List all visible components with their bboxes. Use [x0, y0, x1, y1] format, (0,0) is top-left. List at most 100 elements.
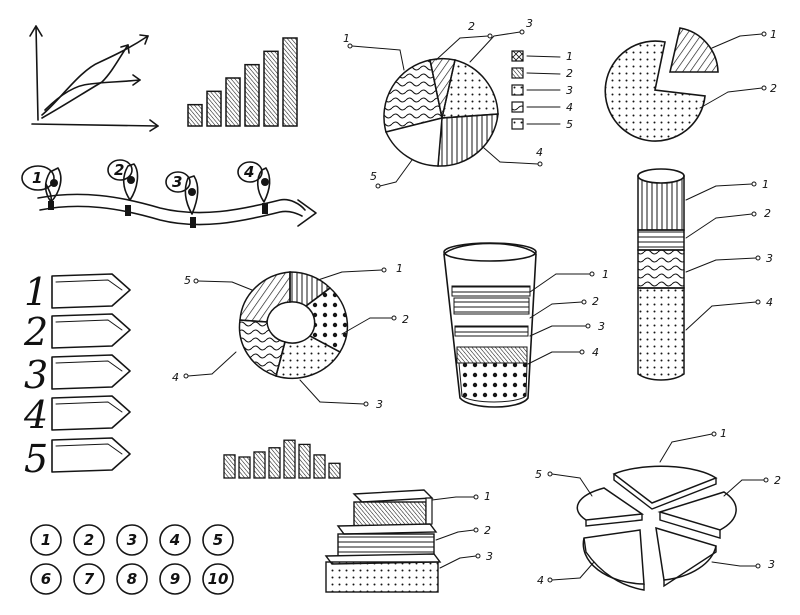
- rising-bar: [187, 103, 203, 127]
- rising-bar: [263, 50, 279, 127]
- epie-callout-line-1b: [671, 433, 713, 443]
- legend-line-2: [526, 72, 561, 75]
- timeline-pin-2: 2: [107, 159, 139, 201]
- pin-2-drop: [122, 163, 139, 201]
- arrow-box-inner-1: [55, 279, 123, 291]
- line-series-1: [41, 35, 149, 116]
- donut-callout-line-1b: [341, 269, 383, 273]
- legend-label-4: 4: [566, 101, 573, 114]
- stacked-steps-chart: 1 2 3: [324, 489, 493, 593]
- legend-swatch-5: [511, 118, 524, 130]
- number-circle-6: [30, 563, 62, 595]
- glass-callout-label-3: 3: [598, 320, 605, 333]
- cyl-callout-label-4: 4: [766, 296, 773, 309]
- donut-callout-line-4: [211, 351, 237, 375]
- pin-1-drop: [44, 167, 62, 203]
- arrow-box-number-3: 3: [24, 353, 48, 397]
- timeline-marker-1: [48, 201, 54, 210]
- pie-callout-line-2: [435, 37, 461, 61]
- steps-callout-line-3b: [459, 555, 477, 559]
- pie-callout-line-5: [395, 159, 413, 183]
- rising-bar: [244, 63, 260, 127]
- hatched-bar: [238, 456, 251, 479]
- timeline-pin-1: 1: [21, 165, 62, 203]
- arrow-box-number-5: 5: [24, 437, 48, 481]
- number-circle-2: [73, 524, 105, 556]
- donut-callout-label-3: 3: [376, 398, 383, 411]
- pie2-callout-line-2: [699, 91, 729, 109]
- pie-cut-slice: [668, 27, 719, 73]
- line-series-3-arrowhead: [132, 74, 141, 86]
- pin-1-number: 1: [32, 169, 42, 187]
- step-1-front: [353, 501, 427, 527]
- number-circle-10: [202, 563, 234, 595]
- cyl-callout-line-3b: [715, 257, 757, 261]
- glass-callout-line-1: [529, 273, 557, 293]
- epie-callout-label-2: 2: [774, 474, 781, 487]
- legend-swatch-4: [511, 101, 524, 113]
- pin-4-number: 4: [243, 163, 254, 181]
- glass-outline: [443, 242, 537, 408]
- rising-bar: [282, 37, 298, 127]
- cylinder-top: [637, 168, 685, 184]
- stacked-cylinder-chart: 1 2 3 4: [637, 168, 773, 381]
- hatched-bar-chart: [223, 439, 341, 479]
- glass-callout-dot-4: [579, 349, 585, 355]
- cyl-callout-dot-2: [751, 211, 757, 217]
- donut-callout-line-5b: [197, 280, 233, 283]
- donut-callout-label-5: 5: [184, 274, 191, 287]
- arrow-box-5: [51, 437, 131, 473]
- glass-callout-dot-3: [585, 323, 591, 329]
- legend-label-2: 2: [566, 67, 573, 80]
- legend-swatch-2: [511, 67, 524, 79]
- steps-callout-dot-3: [475, 553, 481, 559]
- arrow-box-number-2: 2: [23, 310, 48, 354]
- pie-callout-line-1: [351, 45, 401, 51]
- pin-4-dot: [261, 178, 269, 186]
- donut-callout-dot-4: [183, 373, 189, 379]
- cyl-callout-dot-3: [755, 255, 761, 261]
- donut-callout-dot-2: [391, 315, 397, 321]
- x-axis-arrowhead: [149, 119, 159, 132]
- number-circle-7: [73, 563, 105, 595]
- steps-callout-line-1: [431, 496, 457, 501]
- glass-callout-line-2b: [551, 301, 583, 305]
- pie-chart-5-slices: 1 2 3 4 5 1 2 3 4 5: [343, 17, 573, 189]
- timeline-marker-3: [190, 217, 196, 228]
- donut-slice-3: [275, 335, 342, 380]
- pie-slice-vertical: [437, 113, 499, 167]
- donut-callout-line-3: [299, 379, 321, 403]
- line-series-1-arrowhead: [139, 34, 149, 45]
- pie-large-slice: [604, 40, 706, 142]
- number-circle-label: 10: [208, 570, 229, 588]
- timeline-pin-3: 3: [165, 171, 199, 215]
- glass-callout-line-2: [529, 303, 553, 319]
- pin-3-number: 3: [172, 173, 182, 191]
- pin-2-head: [107, 159, 133, 181]
- exploded-slice-4-top: [582, 529, 645, 585]
- exploded-slice-2-top: [657, 491, 737, 531]
- donut-callout-line-4b: [187, 373, 213, 377]
- line-series-3: [44, 79, 141, 111]
- cyl-callout-line-3: [685, 259, 717, 273]
- cyl-callout-line-2: [685, 217, 717, 239]
- number-circle-5: [202, 524, 234, 556]
- pie-slice-wave: [383, 59, 443, 133]
- donut-callout-line-2: [341, 317, 371, 335]
- epie-callout-line-2: [723, 479, 743, 497]
- pin-3-dot: [188, 188, 196, 196]
- exploded-slice-5-edge: [585, 514, 643, 527]
- number-circle-label: 4: [169, 531, 180, 549]
- hatched-bar: [223, 454, 236, 479]
- glass-rim: [443, 242, 537, 262]
- pie-callout-dot-4: [537, 161, 543, 167]
- epie-callout-dot-3: [755, 563, 761, 569]
- pie-callout-dot-2: [487, 33, 493, 39]
- timeline-marker-2: [125, 205, 131, 216]
- glass-layer-3: [454, 325, 529, 337]
- epie-callout-dot-5: [547, 471, 553, 477]
- cyl-callout-line-4b: [711, 301, 757, 307]
- hatched-bar: [298, 443, 311, 479]
- hatched-bar: [268, 447, 281, 479]
- pin-1-dot: [50, 179, 58, 187]
